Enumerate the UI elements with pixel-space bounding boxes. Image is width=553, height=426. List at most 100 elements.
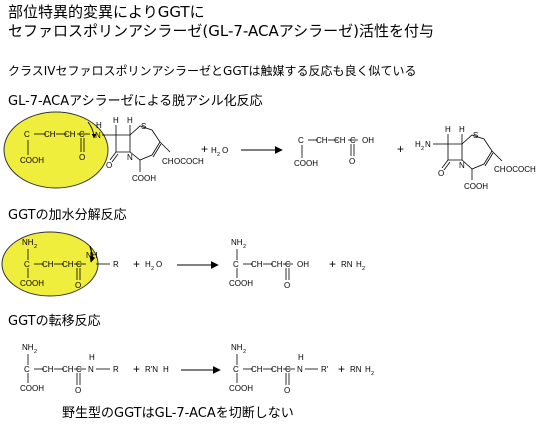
water-h-2: H — [145, 260, 151, 269]
section-deacylation-heading: GL-7-ACAアシラーゼによる脱アシル化反応 — [8, 94, 263, 109]
tprod-c: C — [285, 365, 291, 374]
core2-cooh: COOH — [464, 182, 488, 191]
footer-note: 野生型のGGTはGL-7-ACAを切断しない — [62, 406, 294, 421]
title-line-2: セファロスポリンアシラーゼ(GL-7-ACAアシラーゼ)活性を付与 — [8, 22, 434, 40]
tprod-ch2-b: CH — [271, 365, 283, 374]
glu3-h: H — [89, 353, 95, 362]
glu3-ch: C — [24, 365, 30, 374]
gluprod-c: C — [285, 260, 291, 269]
tprod-ch: C — [233, 365, 239, 374]
cephem-core-2 — [433, 134, 503, 180]
gluprod-ch2-a: CH — [251, 260, 263, 269]
plus-2b: + — [329, 257, 336, 271]
cleavage-arrow-2 — [89, 245, 96, 263]
glu3-nh2-sub: 2 — [34, 349, 37, 355]
glu3-ch2-a: CH — [42, 365, 54, 374]
core1-ch2: CH — [162, 157, 174, 166]
amine-rn-3: RN — [350, 365, 362, 374]
glu2-nh2-n: NH — [22, 238, 34, 247]
water-sub-1: 2 — [217, 152, 220, 158]
acid-c1: C — [298, 136, 304, 145]
tprod-n: N — [297, 365, 303, 374]
gluprod-ch2-b: CH — [271, 260, 283, 269]
core2-o: O — [438, 169, 444, 178]
aca-h2n-n: N — [425, 140, 431, 149]
core1-n: N — [127, 153, 133, 162]
cleavage-arrow-1 — [87, 121, 97, 139]
gluprod-nh2-n: NH — [231, 238, 243, 247]
glu2-o: O — [75, 281, 81, 290]
core2-ch2: CH — [494, 165, 506, 174]
core2-n: N — [459, 161, 465, 170]
plus-1a: + — [201, 142, 208, 156]
amine-h-2: H — [356, 260, 362, 269]
plus-3a: + — [133, 362, 140, 376]
acid-ch2-a: CH — [316, 136, 328, 145]
plus-1b: + — [397, 142, 404, 156]
cephem-core-1 — [102, 125, 171, 172]
amide-n-1: N — [95, 131, 101, 140]
acid-oh: OH — [362, 136, 374, 145]
tprod-cooh: COOH — [229, 384, 253, 393]
glu3-nh2-n: NH — [22, 343, 34, 352]
plus-3b: + — [338, 362, 345, 376]
tprod-nh2-sub: 2 — [243, 349, 246, 355]
core2-s: S — [473, 131, 478, 140]
glutamic-acid-product — [236, 249, 293, 280]
glu3-n: N — [88, 365, 94, 374]
core2-h-a: H — [445, 125, 451, 134]
acid-o: O — [349, 157, 355, 166]
glutaryl-chain-1 — [27, 133, 90, 155]
glu2-ch2-b: CH — [62, 260, 74, 269]
amine-rn-2: RN — [341, 260, 353, 269]
chain1-cooh: COOH — [20, 156, 44, 165]
glutamyl-chain-2 — [27, 249, 110, 280]
core1-s: S — [141, 122, 146, 131]
title-line-1: 部位特異的変異によりGGTに — [8, 3, 205, 21]
glu2-ch: C — [24, 260, 30, 269]
core2-ococh3: OCOCH — [506, 165, 536, 174]
glu2-r: R — [113, 260, 119, 269]
glu3-ch2-b: CH — [62, 365, 74, 374]
water-h-1: H — [211, 146, 217, 155]
tprod-nh2-n: NH — [231, 343, 243, 352]
section-hydrolysis-heading: GGTの加水分解反応 — [8, 208, 127, 223]
chain1-carbonyl-c: C — [79, 130, 85, 139]
substrate-highlight-1 — [3, 111, 109, 189]
glutamyl-chain-3 — [27, 354, 110, 385]
glu3-cooh: COOH — [20, 384, 44, 393]
gluprod-cooh: COOH — [229, 279, 253, 288]
core1-ococh3: OCOCH — [174, 157, 204, 166]
aca-h2n-h: H — [415, 140, 421, 149]
section-transfer-heading: GGTの転移反応 — [8, 314, 101, 329]
chain1-c1-h2: CH — [44, 130, 56, 139]
acceptor-rn: R'N — [145, 365, 158, 374]
tprod-rprime: R' — [321, 365, 329, 374]
core1-cooh: COOH — [132, 174, 156, 183]
transfer-product — [236, 354, 318, 385]
water-sub-2: 2 — [151, 266, 154, 272]
amine-sub-2: 2 — [362, 266, 365, 272]
gluprod-ch: C — [233, 260, 239, 269]
core1-o: O — [106, 161, 112, 170]
amide-h-1: H — [96, 121, 102, 130]
glu2-ch2-a: CH — [42, 260, 54, 269]
chain1-c1: C — [24, 130, 30, 139]
glutaric-acid-product — [301, 139, 358, 158]
chain1-carbonyl-o: O — [79, 153, 85, 162]
glu2-cooh: COOH — [20, 279, 44, 288]
core2-h-b: H — [459, 125, 465, 134]
water-o-2: O — [156, 260, 162, 269]
subtitle: クラスIVセファロスポリンアシラーゼとGGTは触媒する反応も良く似ている — [8, 64, 417, 78]
core1-h-b: H — [127, 116, 133, 125]
acceptor-h: H — [163, 365, 169, 374]
tprod-ch2-a: CH — [251, 365, 263, 374]
gluprod-nh2-sub: 2 — [243, 244, 246, 250]
glu2-nh2-sub: 2 — [34, 244, 37, 250]
glu3-r: R — [113, 365, 119, 374]
plus-2a: + — [133, 257, 140, 271]
glu2-c-carbonyl: C — [76, 260, 82, 269]
acid-cooh: COOH — [294, 159, 318, 168]
amine-h-3: H — [365, 365, 371, 374]
